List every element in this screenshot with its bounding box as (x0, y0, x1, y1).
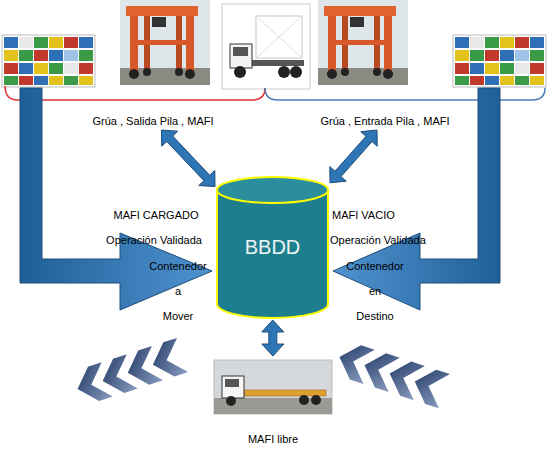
truck-photo (222, 4, 310, 89)
chevron (409, 364, 450, 408)
node-text: Grúa , Salida Pila , MAFI (80, 112, 226, 130)
chevron (334, 340, 375, 384)
mafi-photo (214, 360, 332, 414)
flow-label: Operación Validada (92, 232, 216, 248)
chevron (72, 362, 113, 406)
double-arrow-connector (262, 320, 284, 356)
chevron (122, 346, 163, 390)
connector-shape (330, 130, 377, 183)
chevron (359, 348, 400, 392)
vehicle-node: MAFI libre (210, 356, 336, 448)
cab-window (225, 379, 239, 387)
photo-frame (214, 360, 332, 414)
wheel (299, 395, 309, 405)
chevron-group (334, 340, 450, 408)
flow-label: Operación Validada (330, 232, 442, 248)
chevron-group (72, 338, 188, 406)
flow-label: Contenedor en Destino (343, 254, 407, 329)
container-stack-photo (453, 35, 546, 87)
container-stack-photo (2, 35, 95, 87)
node-text: Grúa , Entrada Pila , MAFI (310, 112, 460, 130)
wheel (226, 396, 236, 406)
tractor-cab (222, 376, 244, 398)
group-heading: Grúa , Entrada Pila , MAFI (310, 112, 460, 130)
chevron (384, 356, 425, 400)
double-arrow-connector (162, 130, 216, 187)
crane-photo (318, 0, 408, 85)
chevron (147, 338, 188, 382)
flow-label: Contenedor a Mover (146, 254, 210, 329)
database-cylinder: BBDD (215, 175, 330, 320)
wheel (311, 395, 321, 405)
group-heading: Grúa , Salida Pila , MAFI (80, 112, 226, 130)
group-bracket (5, 86, 265, 100)
trailer (244, 390, 326, 396)
connector-shape (262, 320, 284, 356)
double-arrow-connector (330, 130, 377, 183)
flow-label: MAFI VACIO (332, 207, 412, 223)
connector-shape (162, 130, 216, 187)
node-text: BBDD (215, 235, 330, 259)
crane-photo (120, 0, 210, 85)
group-bracket (265, 88, 545, 100)
cylinder-top (217, 177, 328, 203)
chevron (97, 354, 138, 398)
node-text: MAFI libre (210, 432, 336, 446)
flow-label: MAFI CARGADO (100, 207, 212, 223)
